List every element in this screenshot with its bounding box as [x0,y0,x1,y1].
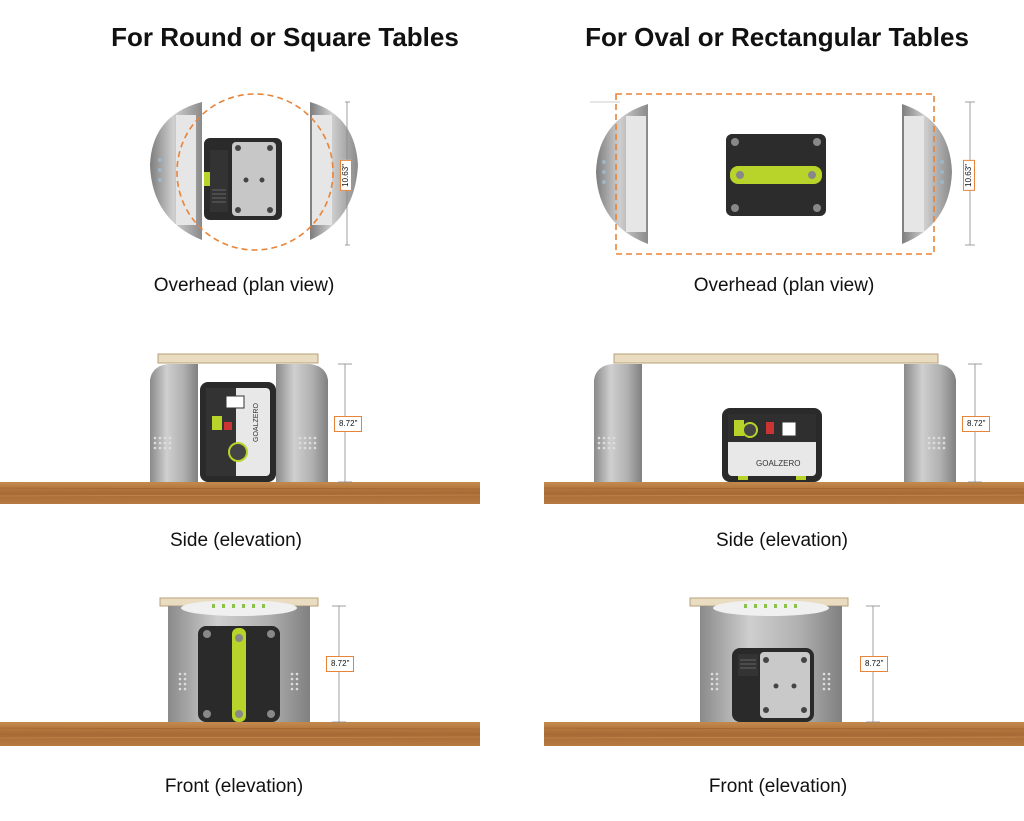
table-outline-rect [615,93,935,255]
left-overhead-view: 10.63" [140,90,380,260]
right-overhead-view: 10.63" [590,90,1000,260]
right-side-caption: Side (elevation) [715,530,849,551]
right-side-view: GOALZERO 8.72" [543,350,1024,510]
right-front-caption: Front (elevation) [708,776,848,797]
pedestal-left [150,364,198,482]
floor [544,482,1024,504]
dimension-label: 8.72" [962,416,991,432]
power-station-top [726,134,826,216]
left-overhead-caption: Overhead (plan view) [153,275,335,296]
power-station-top [204,138,282,220]
left-front-caption: Front (elevation) [164,776,304,797]
right-overhead-caption: Overhead (plan view) [693,275,875,296]
svg-text:GOALZERO: GOALZERO [253,403,260,442]
power-station-back [198,626,280,722]
power-station-front: GOALZERO [722,408,822,482]
tabletop [157,353,319,364]
dimension-label: 8.72" [334,416,363,432]
dimension-label: 10.63" [963,160,975,191]
floor [544,722,1024,746]
dimension-label: 8.72" [860,656,889,672]
right-column-title: For Oval or Rectangular Tables [585,22,969,52]
left-side-view: GOALZERO 8.72" [0,350,481,510]
left-front-view: 8.72" [0,590,481,755]
dimension-label: 8.72" [326,656,355,672]
pedestal-left [594,364,642,482]
dimension-label: 10.63" [340,160,352,191]
left-column-title: For Round or Square Tables [111,22,459,52]
left-side-caption: Side (elevation) [169,530,303,551]
floor [0,482,480,504]
pedestal-right [904,364,956,482]
pedestal-right [276,364,328,482]
tabletop [613,353,939,364]
right-front-view: 8.72" [543,590,1024,755]
floor [0,722,480,746]
power-station-side: GOALZERO [200,382,276,482]
table-outline-circle [176,93,334,251]
power-station-side [732,648,814,722]
svg-text:GOALZERO: GOALZERO [756,459,800,468]
